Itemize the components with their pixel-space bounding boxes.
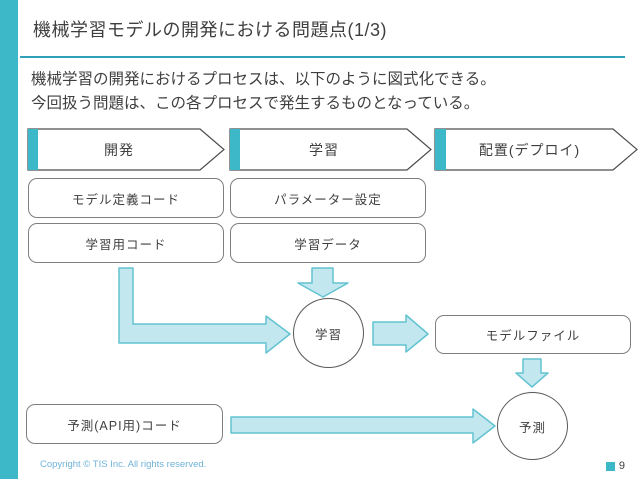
- phase-label-deploy: 配置(デプロイ): [478, 141, 581, 158]
- down-arrow-training-data-to-training: [297, 267, 349, 298]
- circle-prediction: 予測: [497, 392, 568, 460]
- box-prediction-api-code: 予測(API用)コード: [26, 404, 223, 444]
- box-model-file: モデルファイル: [435, 315, 631, 354]
- elbow-arrow-training-code-to-training: [118, 267, 291, 354]
- box-model-definition-code: モデル定義コード: [28, 178, 224, 218]
- chevron-training: [229, 128, 432, 171]
- circle-training: 学習: [293, 298, 364, 368]
- page-title: 機械学習モデルの開発における問題点(1/3): [33, 20, 388, 40]
- left-accent-bar: [0, 0, 18, 479]
- chevron-deploy: [434, 128, 638, 171]
- down-arrow-model-file-to-prediction: [515, 358, 549, 388]
- page-number-square-icon: [605, 461, 615, 471]
- title-underline: [20, 56, 625, 58]
- right-arrow-training-to-model-file: [372, 314, 429, 353]
- box-training-code: 学習用コード: [28, 223, 224, 263]
- body-line-2: 今回扱う問題は、この各プロセスで発生するものとなっている。: [31, 95, 480, 112]
- phase-label-training: 学習: [309, 141, 339, 158]
- body-text: 機械学習の開発におけるプロセスは、以下のように図式化できる。 今回扱う問題は、こ…: [31, 68, 621, 116]
- page-number: 9: [618, 460, 625, 472]
- body-line-1: 機械学習の開発におけるプロセスは、以下のように図式化できる。: [31, 71, 496, 88]
- box-parameter-settings: パラメーター設定: [230, 178, 426, 218]
- phase-label-development: 開発: [104, 141, 134, 158]
- chevron-development: [27, 128, 225, 171]
- copyright-text: Copyright © TIS Inc. All rights reserved…: [40, 459, 207, 470]
- long-arrow-pred-code-to-prediction: [230, 408, 496, 444]
- page-number-block: 9: [605, 460, 625, 472]
- box-training-data: 学習データ: [230, 223, 426, 263]
